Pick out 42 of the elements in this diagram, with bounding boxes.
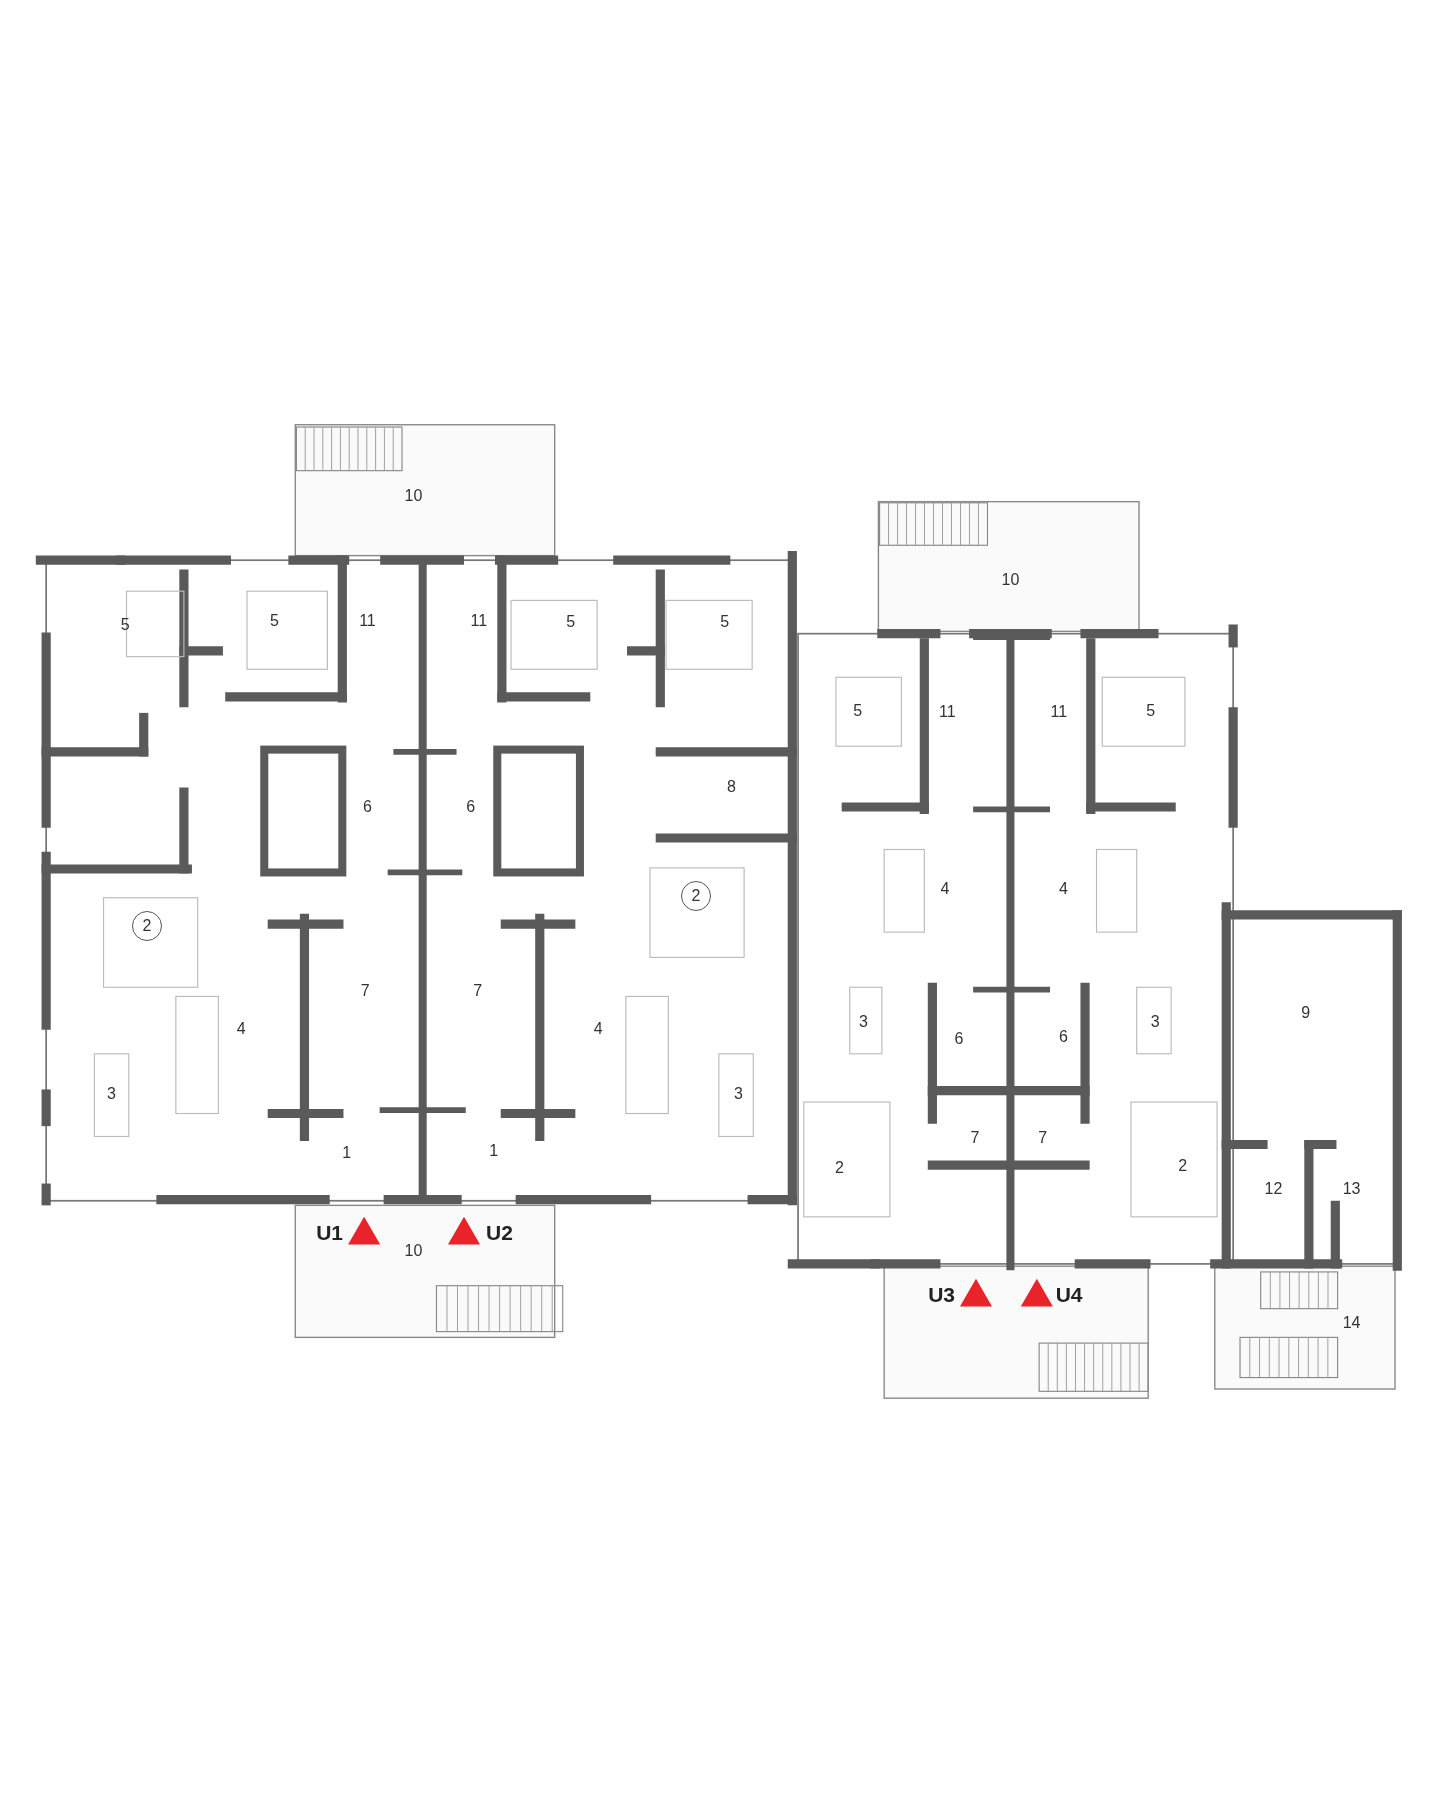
unit-label: U3	[928, 1283, 956, 1305]
room-number: 5	[853, 702, 863, 719]
room-number: 3	[1150, 1014, 1160, 1030]
room-number: 1	[342, 1144, 352, 1161]
room-number: 8	[727, 778, 736, 795]
room-number: 5	[1146, 702, 1156, 719]
room-number: 7	[1038, 1130, 1048, 1146]
room-number: 4	[940, 880, 950, 897]
room-number: 3	[106, 1086, 116, 1103]
room-number: 1	[489, 1142, 499, 1159]
room-number: 11	[359, 613, 376, 630]
room-number: 7	[473, 983, 483, 999]
room-number: 3	[859, 1014, 868, 1030]
room-number: 2	[1178, 1157, 1188, 1174]
room-number: 9	[1301, 1004, 1311, 1021]
room-number: 10	[404, 488, 423, 505]
room-number: 5	[720, 614, 730, 631]
room-number: 7	[970, 1130, 980, 1146]
unit-label: U4	[1055, 1283, 1083, 1305]
room-number: 11	[939, 703, 956, 720]
room-number: 11	[470, 613, 488, 630]
room-number: 13	[1342, 1180, 1361, 1197]
room-number: 6	[466, 799, 476, 816]
room-number: 6	[954, 1031, 964, 1048]
room-number: 6	[363, 799, 372, 816]
room-number: 11	[1050, 703, 1068, 720]
room-number: 4	[1058, 880, 1068, 897]
room-number: 4	[236, 1020, 246, 1037]
room-number: 2	[834, 1159, 844, 1176]
room-number: 14	[1342, 1314, 1361, 1331]
room-number: 7	[360, 983, 370, 999]
room-number: 6	[1058, 1028, 1068, 1045]
unit-label: U2	[486, 1221, 513, 1243]
room-number: 12	[1264, 1180, 1283, 1197]
room-number: 10	[1001, 571, 1020, 588]
room-number: 4	[593, 1020, 603, 1037]
room-number: 3	[733, 1086, 743, 1103]
room-number: 5	[120, 616, 130, 633]
room-number: 5	[566, 614, 576, 631]
unit-label: U1	[316, 1221, 343, 1243]
room-number: 5	[270, 613, 279, 630]
room-number: 10	[404, 1242, 423, 1259]
